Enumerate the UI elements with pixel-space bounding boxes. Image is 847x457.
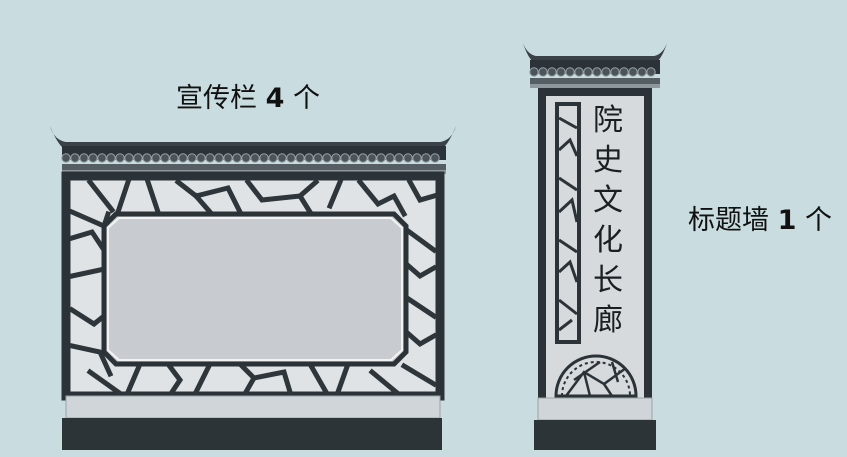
wall-unit: 个 <box>804 205 832 236</box>
wall-title-char: 史 <box>593 143 623 178</box>
bulletin-panel <box>101 211 409 367</box>
bulletin-board <box>50 126 456 450</box>
bulletin-board-label: 宣传栏 4 个 <box>176 76 320 115</box>
board-unit: 个 <box>292 83 320 114</box>
lattice-pattern-icon <box>68 178 438 396</box>
roof-tile-icon <box>61 153 440 163</box>
board-name: 宣传栏 <box>176 83 257 114</box>
bulletin-board-base <box>62 418 442 450</box>
wall-title-char: 文 <box>593 183 623 218</box>
title-wall-roof <box>522 40 668 88</box>
title-wall-label: 标题墙 1 个 <box>688 198 832 237</box>
wall-title-char: 长 <box>593 263 623 298</box>
bulletin-board-plinth <box>65 395 441 419</box>
fan-lattice-icon <box>554 354 638 398</box>
lattice-pattern-icon <box>555 102 581 344</box>
wall-title-char: 廊 <box>593 303 623 338</box>
wall-title-char: 化 <box>593 223 623 258</box>
title-wall-base <box>534 420 656 450</box>
wall-title-char: 院 <box>593 103 623 138</box>
board-count: 4 <box>265 83 285 114</box>
wall-count: 1 <box>777 205 797 236</box>
roof-tile-icon <box>529 67 656 77</box>
bulletin-board-roof <box>50 126 456 174</box>
wall-name: 标题墙 <box>688 205 769 236</box>
